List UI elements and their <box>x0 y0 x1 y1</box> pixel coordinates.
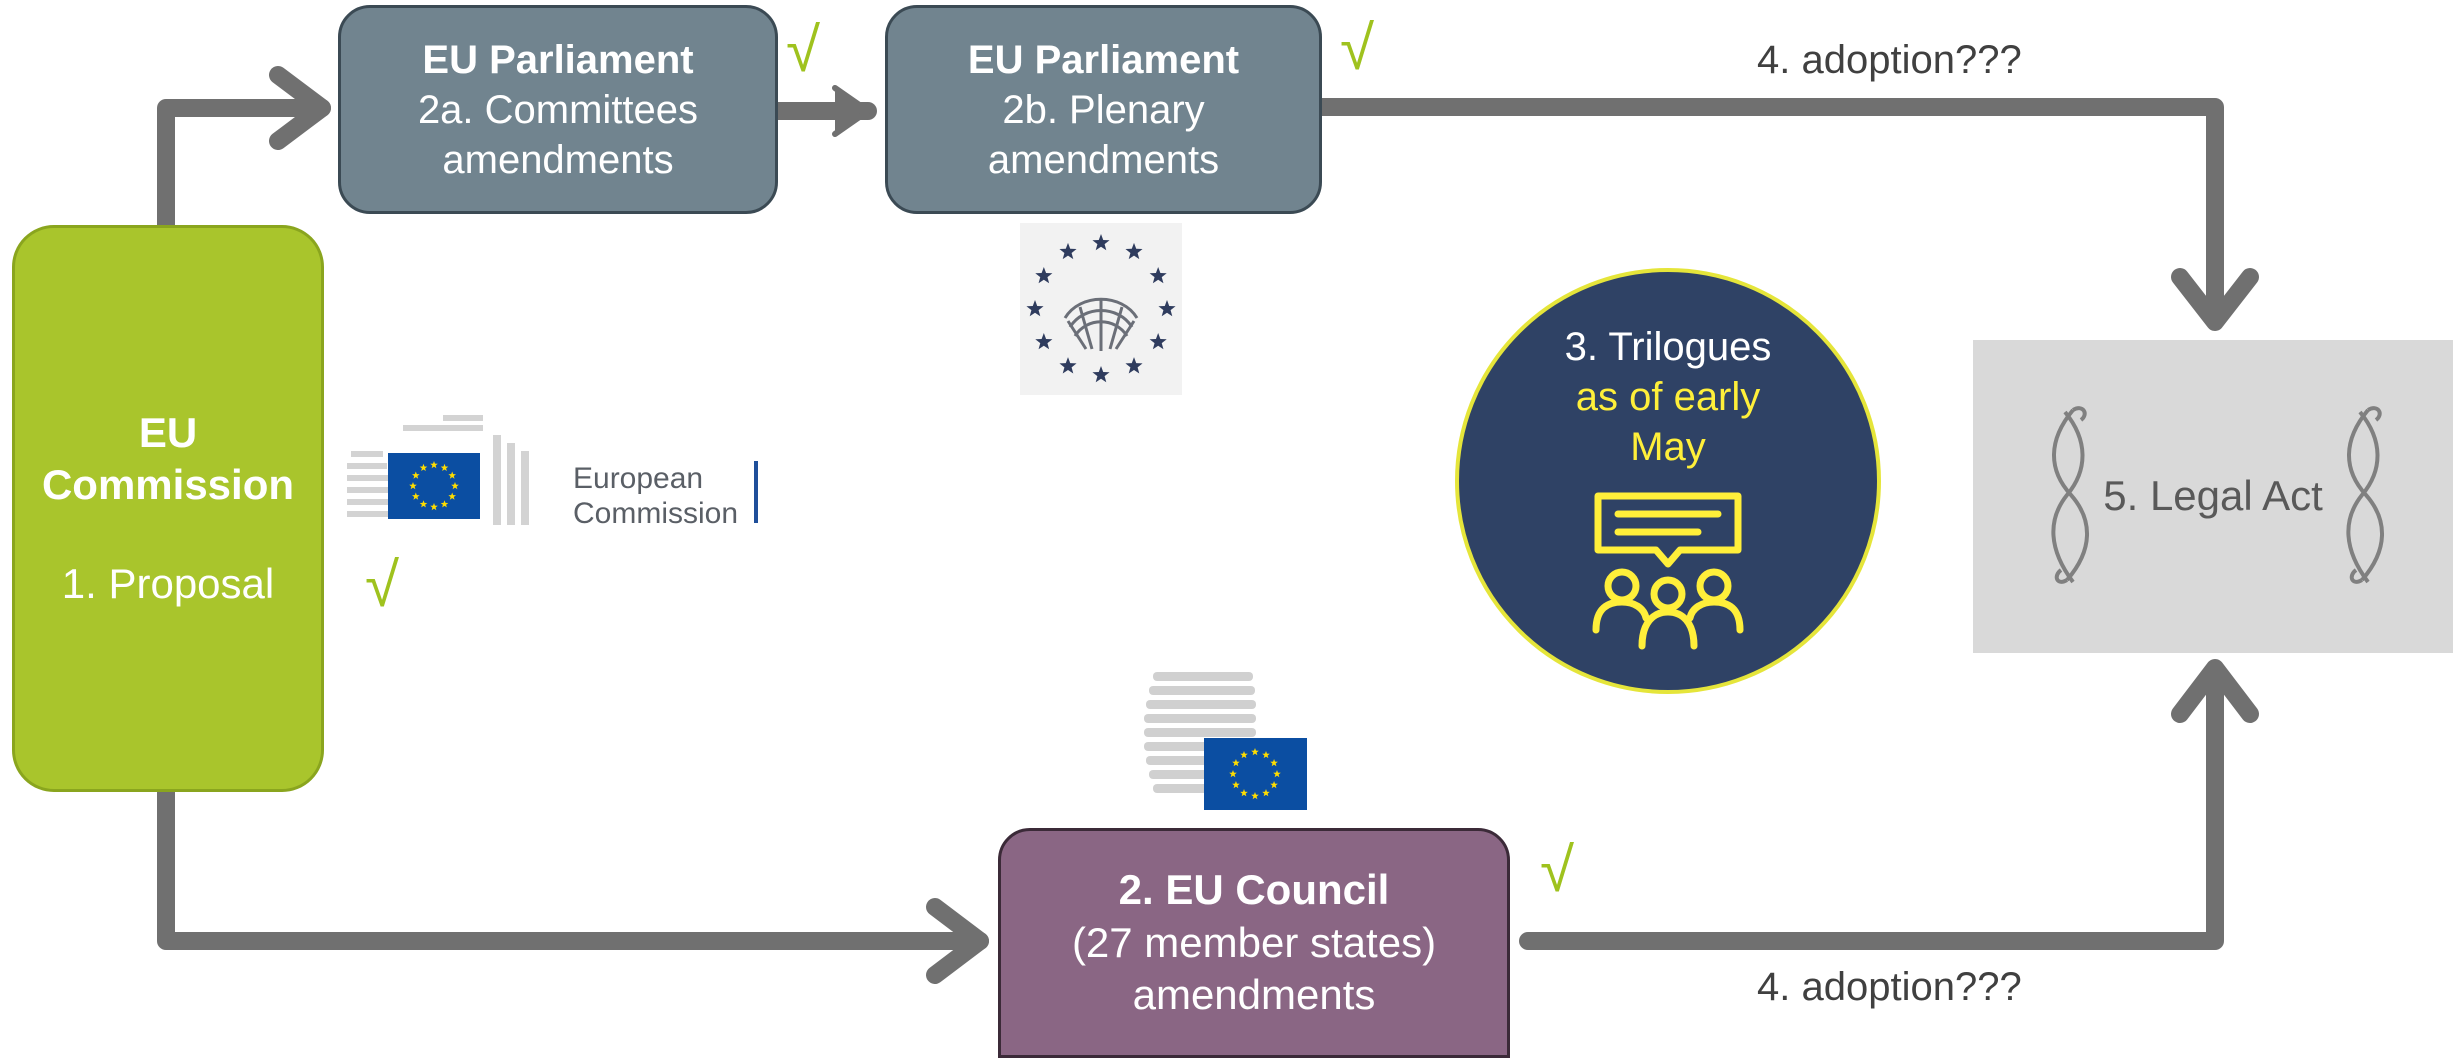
arrow-plenary-to-legal-act <box>1313 98 2224 329</box>
eu-star <box>430 461 438 469</box>
eu-star <box>1092 234 1110 251</box>
ec-logo-text: European Commission <box>573 462 738 531</box>
arrowhead-council <box>926 898 989 984</box>
eu-star <box>1149 267 1167 284</box>
meeting-people-icon <box>1592 492 1744 650</box>
arrowhead-plenary <box>832 85 871 137</box>
eu-star <box>1125 242 1143 260</box>
arrow-council-to-legal-act <box>1519 661 2224 950</box>
parliament-committees-line1: 2a. Committees <box>417 87 699 132</box>
eu-star <box>1251 792 1259 800</box>
adoption-label-bottom: 4. adoption??? <box>1757 965 2022 1009</box>
eu-star <box>1262 750 1270 759</box>
eu-star <box>448 492 456 500</box>
council-title: 2. EU Council <box>1118 866 1390 914</box>
council-line2: amendments <box>1132 971 1376 1019</box>
scroll-right-icon <box>2346 406 2384 584</box>
parliament-committees-line2: amendments <box>442 137 674 182</box>
eu-star <box>440 463 449 472</box>
council-building-icon <box>1144 672 1307 810</box>
legal-act-box: 5. Legal Act <box>1973 340 2453 653</box>
check-committees: √ <box>786 16 821 85</box>
arrow-commission-to-committees <box>157 99 331 234</box>
parliament-committees-title: EU Parliament <box>422 37 694 82</box>
ec-logo-line2: Commission <box>573 496 739 530</box>
commission-step: 1. Proposal <box>61 559 275 607</box>
scroll-left-icon <box>2051 406 2089 584</box>
eu-star <box>1273 770 1281 778</box>
eu-star <box>412 492 420 500</box>
council-box: 2. EU Council (27 member states) amendme… <box>998 828 1510 1058</box>
eu-star <box>1232 759 1240 767</box>
eu-flag-icon <box>1204 738 1307 810</box>
legal-act-label: 5. Legal Act <box>2103 472 2323 520</box>
eu-star <box>419 463 428 472</box>
eu-star <box>1240 789 1248 797</box>
eu-star <box>1149 333 1167 350</box>
parliament-plenary-title: EU Parliament <box>967 37 1240 82</box>
parliament-plenary-line2: amendments <box>987 137 1220 182</box>
eu-star <box>1026 300 1044 317</box>
eu-star <box>1035 333 1053 350</box>
eu-star <box>1229 770 1237 778</box>
eu-star <box>1240 750 1248 759</box>
adoption-label-top: 4. adoption??? <box>1757 38 2022 82</box>
eu-star <box>440 500 449 508</box>
arrowhead-legal-top <box>2171 268 2259 331</box>
arrowhead-committees <box>269 66 331 150</box>
eu-star <box>1092 366 1110 383</box>
eu-star <box>1262 789 1270 797</box>
check-commission: √ <box>365 551 400 620</box>
eu-star <box>1059 242 1077 260</box>
parliament-stars-icon <box>1020 223 1182 395</box>
eu-flag-icon <box>388 453 480 519</box>
eu-star <box>430 503 438 511</box>
eu-star <box>419 500 428 508</box>
trilogues-line3: May <box>1630 425 1706 469</box>
eu-star <box>448 471 456 479</box>
check-plenary: √ <box>1340 14 1375 83</box>
parliament-plenary-line1: 2b. Plenary <box>1002 87 1205 132</box>
arrowhead-legal-bottom <box>2171 659 2259 723</box>
eu-star <box>1232 781 1240 789</box>
eu-star <box>412 471 420 479</box>
eu-star <box>409 482 417 490</box>
commission-title-line1: EU <box>138 408 198 456</box>
trilogues-line1: 3. Trilogues <box>1564 325 1772 369</box>
eu-star <box>1270 781 1278 789</box>
ec-logo-line1: European <box>573 462 704 495</box>
commission-title-line2: Commission <box>41 461 295 509</box>
parliament-committees-box: EU Parliament 2a. Committees amendments <box>338 5 778 214</box>
eu-star <box>1270 759 1278 767</box>
eu-star <box>1158 300 1176 317</box>
eu-star <box>451 482 459 490</box>
commission-building-icon <box>347 415 758 525</box>
eu-star <box>1035 267 1053 284</box>
arrow-commission-to-council <box>157 783 989 950</box>
parliament-plenary-box: EU Parliament 2b. Plenary amendments <box>885 5 1322 214</box>
trilogues-line2: as of early <box>1575 375 1761 419</box>
trilogues-circle: 3. Trilogues as of early May <box>1455 268 1881 694</box>
council-line1: (27 member states) <box>1071 918 1437 966</box>
eu-star <box>1251 748 1259 756</box>
eu-star <box>1125 357 1143 374</box>
check-council: √ <box>1540 836 1575 905</box>
eu-star <box>1059 357 1077 374</box>
commission-box: EU Commission 1. Proposal <box>12 225 324 792</box>
